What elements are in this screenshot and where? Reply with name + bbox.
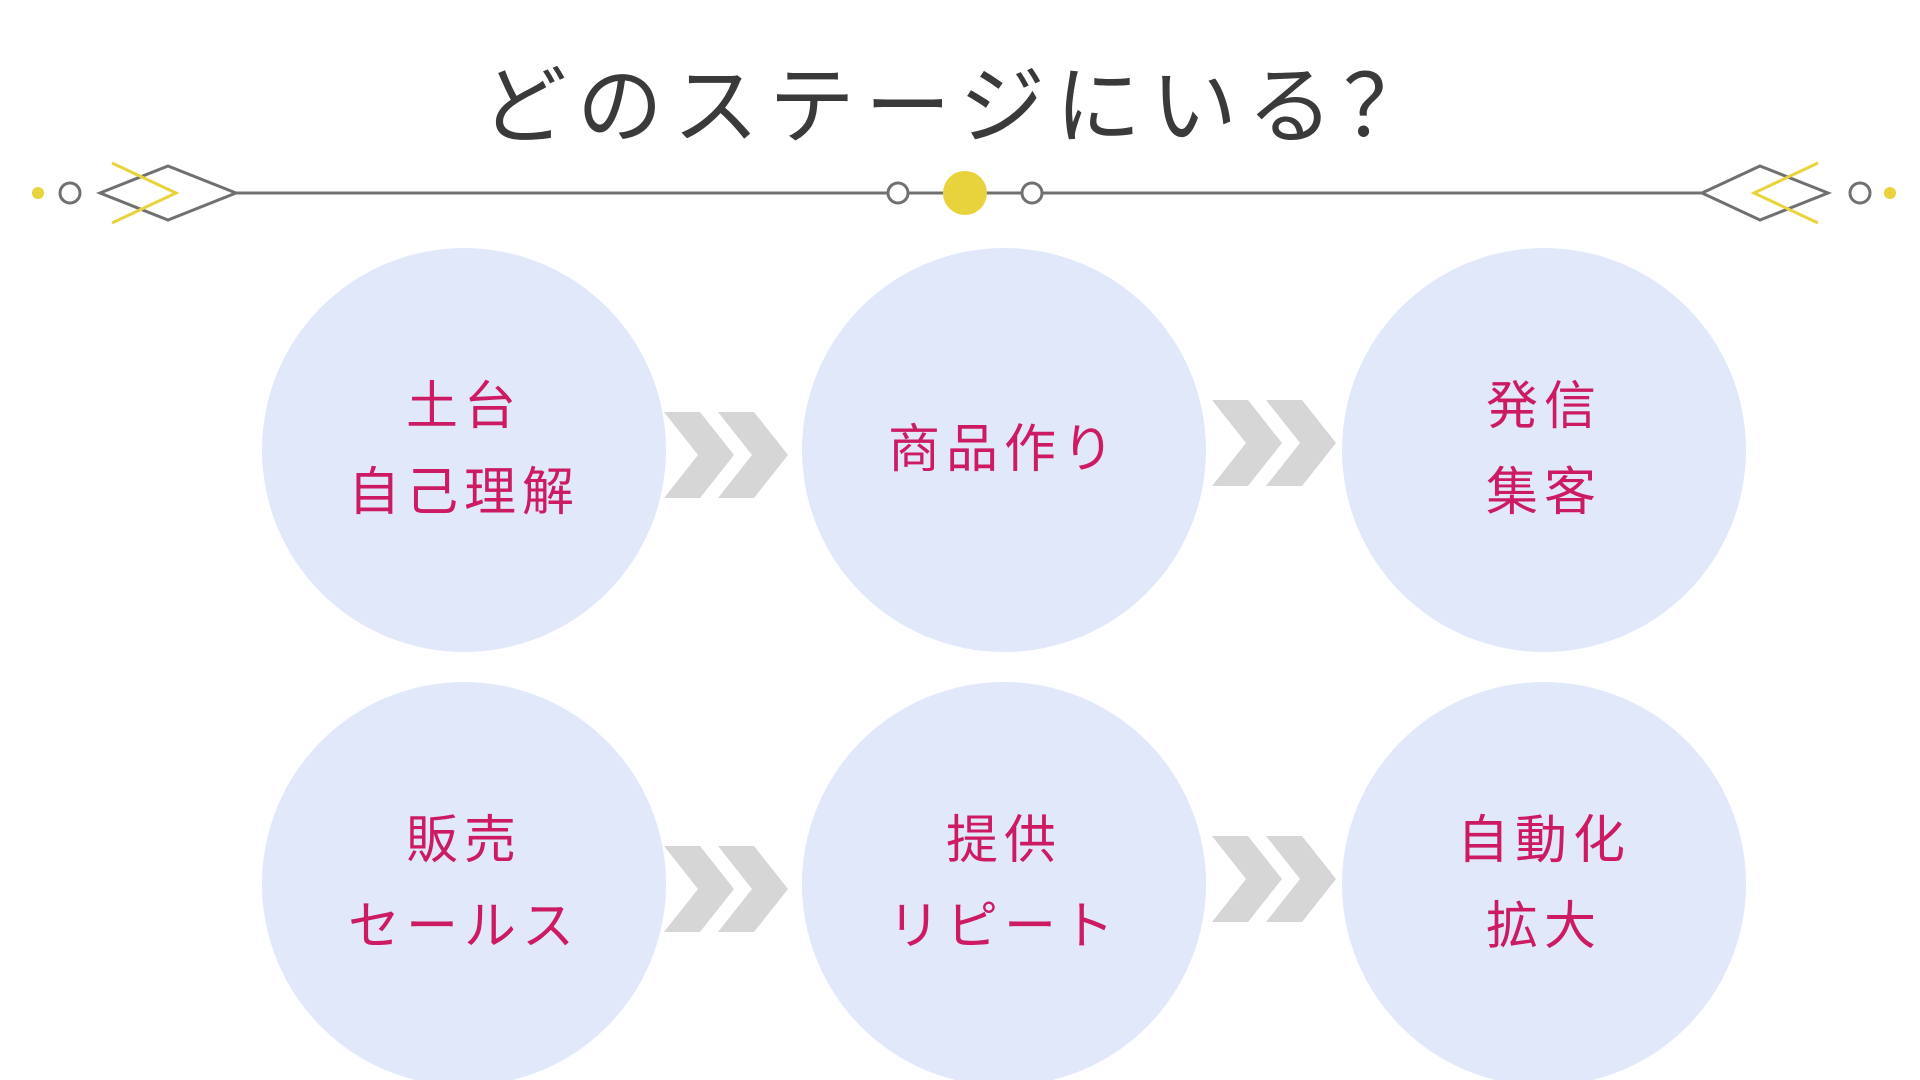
stage-circle-delivery: 提供 リピート [802,682,1206,1080]
stage-label: 販売 [405,811,522,871]
stage-label: 土台 [405,377,522,437]
divider-ring-left [58,181,82,205]
divider-chevron-right [1750,161,1819,225]
double-chevron-arrow-icon [664,412,788,498]
divider-dot-center [943,171,987,215]
stage-circle-product: 商品作り [802,248,1206,652]
double-chevron-arrow-icon [1212,400,1336,486]
double-chevron-arrow-icon [1212,836,1336,922]
double-chevron-arrow-icon [664,846,788,932]
stage-label: 拡大 [1485,897,1602,957]
stage-label: リピート [887,897,1120,957]
title-divider [32,161,1896,225]
stage-circle-marketing: 発信 集客 [1342,248,1746,652]
stage-circle-sales: 販売 セールス [262,682,666,1080]
divider-ring-center-left [886,181,910,205]
divider-ring-right [1848,181,1872,205]
page-title: どのステージにいる？ [480,57,1440,157]
stage-label: 提供 [945,811,1062,871]
stage-label: セールス [347,897,580,957]
divider-chevron-left [111,161,180,225]
divider-dot-left [32,187,44,199]
divider-diamond-right [1698,164,1833,222]
divider-dot-right [1884,187,1896,199]
stage-circle-automation: 自動化 拡大 [1342,682,1746,1080]
divider-diamond-left [95,164,241,222]
divider-ring-center-right [1020,181,1044,205]
stage-label: 発信 [1485,377,1602,437]
stage-label: 集客 [1485,463,1602,523]
stage-label: 自己理解 [347,463,580,523]
stage-circle-foundation: 土台 自己理解 [262,248,666,652]
stage-label: 商品作り [887,420,1120,480]
stage-label: 自動化 [1456,811,1631,871]
